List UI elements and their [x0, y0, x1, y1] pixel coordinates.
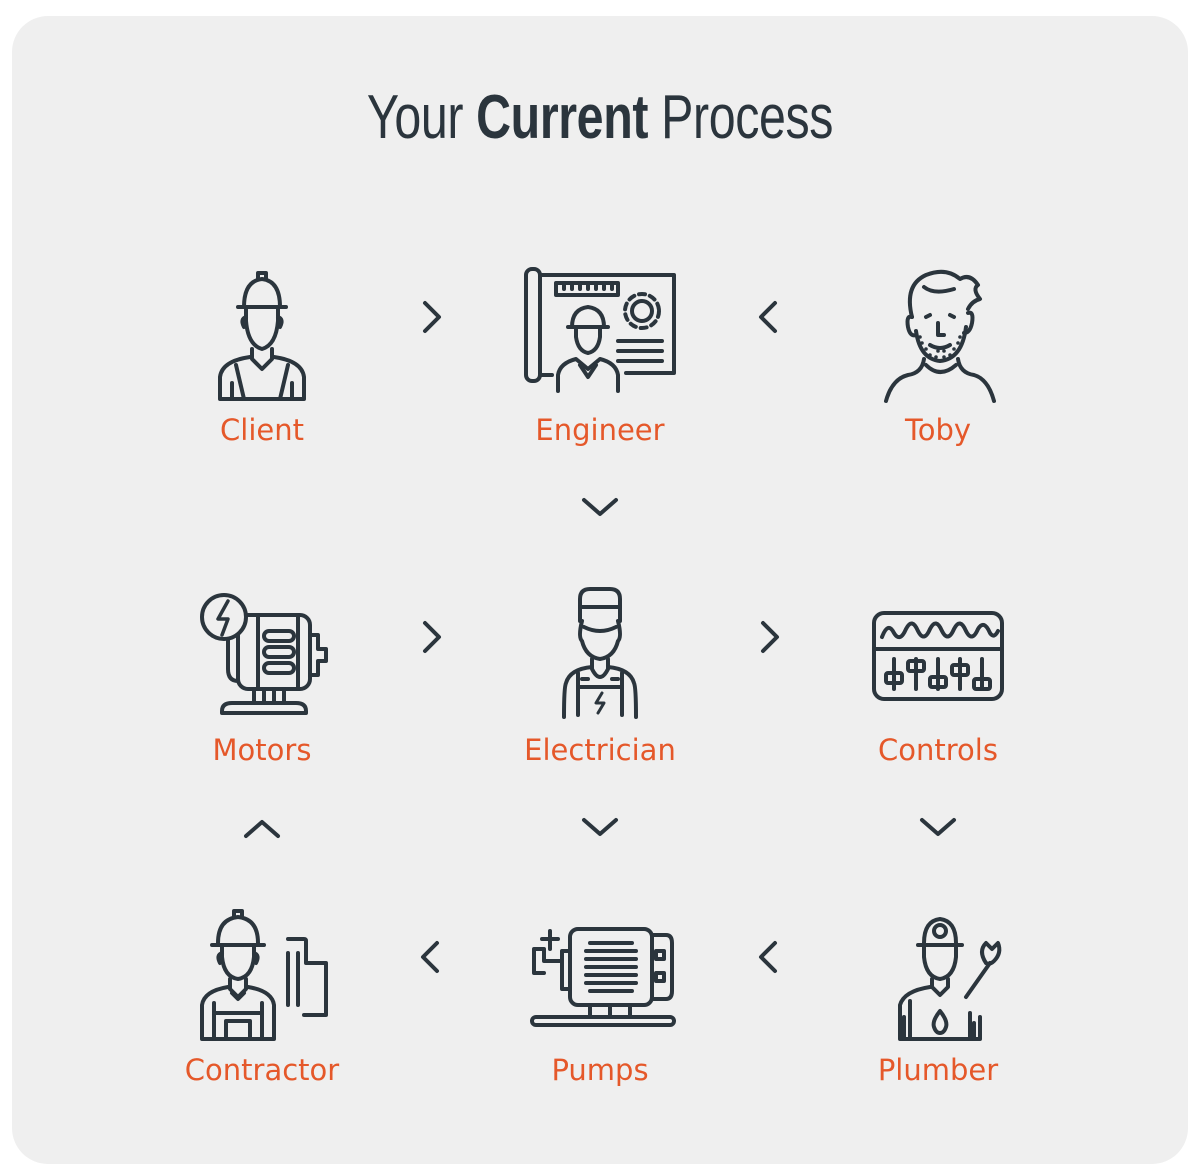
title-emphasis: Current	[476, 83, 649, 152]
arrow-down-icon	[580, 488, 620, 528]
node-label-toby: Toby	[904, 413, 972, 447]
arrow-left-icon	[749, 937, 789, 977]
page-title: Your Current Process	[132, 82, 1068, 153]
contractor-icon	[200, 909, 328, 1041]
node-label-contractor: Contractor	[184, 1053, 340, 1087]
arrow-right-icon	[411, 297, 451, 337]
node-motors: Motors	[152, 585, 372, 785]
node-client: Client	[152, 265, 372, 465]
arrow-right-icon	[749, 617, 789, 657]
node-label-electrician: Electrician	[524, 733, 676, 767]
node-label-motors: Motors	[212, 733, 312, 767]
man-face-icon	[884, 269, 996, 403]
node-contractor: Contractor	[152, 905, 372, 1105]
node-label-pumps: Pumps	[551, 1053, 649, 1087]
node-label-controls: Controls	[878, 733, 998, 767]
arrow-left-icon	[749, 297, 789, 337]
arrow-right-icon	[411, 617, 451, 657]
node-controls: Controls	[828, 585, 1048, 785]
node-label-client: Client	[220, 413, 304, 447]
node-label-plumber: Plumber	[877, 1053, 999, 1087]
arrow-left-icon	[411, 937, 451, 977]
title-prefix: Your	[366, 83, 464, 152]
arrow-up-icon	[242, 808, 282, 848]
node-toby: Toby	[828, 265, 1048, 465]
control-panel-icon	[872, 611, 1004, 701]
pump-icon	[530, 927, 676, 1027]
engineer-blueprint-icon	[524, 267, 676, 393]
node-label-engineer: Engineer	[535, 413, 665, 447]
title-suffix: Process	[661, 83, 834, 152]
plumber-icon	[898, 917, 1002, 1041]
worker-hardhat-icon	[218, 271, 306, 401]
node-plumber: Plumber	[828, 905, 1048, 1105]
electric-motor-icon	[200, 593, 328, 715]
node-engineer: Engineer	[490, 265, 710, 465]
node-pumps: Pumps	[490, 905, 710, 1105]
electrician-icon	[562, 587, 638, 719]
arrow-down-icon	[580, 808, 620, 848]
node-electrician: Electrician	[490, 585, 710, 785]
arrow-down-icon	[918, 808, 958, 848]
